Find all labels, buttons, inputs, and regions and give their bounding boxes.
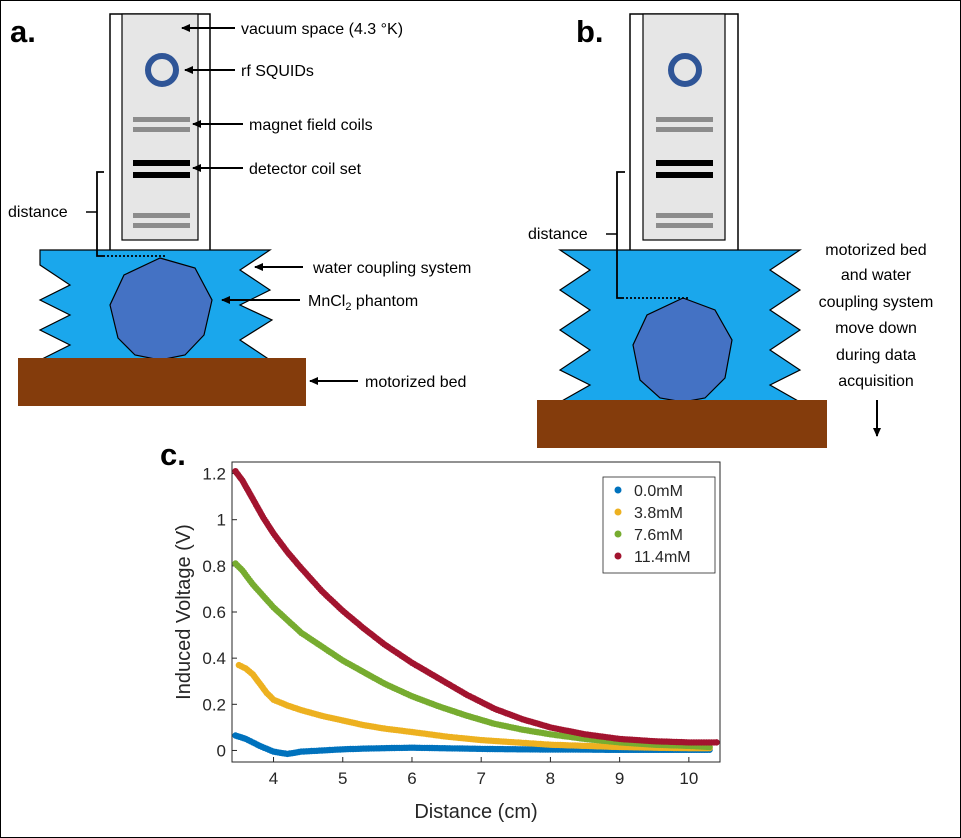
motion-line-4: move down (835, 320, 917, 337)
legend: 0.0mM 3.8mM 7.6mM 11.4mM (602, 476, 716, 574)
x-axis-label: Distance (cm) (414, 801, 537, 823)
legend-marker-0 (614, 486, 622, 494)
series-0.0mM (232, 732, 713, 758)
detector-coil-set-b (656, 160, 713, 178)
motion-line-6: acquisition (838, 373, 914, 390)
detector-coil-set-a (133, 160, 190, 178)
y-axis-label: Induced Voltage (V) (173, 524, 195, 700)
legend-label-2: 7.6mM (634, 527, 683, 544)
panel-b-label: b. (576, 14, 604, 49)
x-tick-label: 6 (407, 769, 416, 788)
motion-line-1: motorized bed (825, 242, 926, 259)
distance-label-a: distance (8, 204, 68, 221)
legend-marker-1 (614, 508, 622, 516)
y-tick-label: 1 (217, 511, 226, 530)
y-tick-label: 0.2 (202, 695, 226, 714)
vacuum-space-label: vacuum space (4.3 °K) (241, 21, 403, 38)
x-tick-label: 5 (338, 769, 347, 788)
y-tick-label: 1.2 (202, 465, 226, 484)
phantom-label: MnCl2 phantom (308, 293, 418, 313)
legend-label-1: 3.8mM (634, 505, 683, 522)
rf-squids-label: rf SQUIDs (241, 63, 314, 80)
motorized-bed-b (537, 400, 827, 448)
series-11.4mM (232, 468, 720, 746)
legend-label-3: 11.4mM (634, 549, 691, 566)
motorized-bed-label: motorized bed (365, 374, 466, 391)
legend-marker-2 (614, 530, 622, 538)
x-tick-label: 10 (679, 769, 698, 788)
detector-coil-set-label: detector coil set (249, 161, 362, 178)
data-point (713, 739, 720, 746)
x-tick-label: 8 (546, 769, 555, 788)
panel-c: c. 4 5 6 7 8 9 10 0 0.2 0.4 0.6 0.8 1 1.2 Distance (c… (160, 437, 721, 823)
axis-ticks: 4 5 6 7 8 9 10 0 0.2 0.4 0.6 0.8 1 1.2 (202, 465, 698, 788)
distance-bracket-a (86, 171, 167, 257)
rf-squid-ring-a (145, 53, 179, 87)
y-tick-label: 0.4 (202, 649, 226, 668)
y-tick-label: 0 (217, 741, 226, 760)
magnet-field-coils-label: magnet field coils (249, 117, 373, 134)
motion-line-2: and water (841, 267, 912, 284)
x-tick-label: 7 (476, 769, 485, 788)
annotation-arrows-a (181, 24, 358, 385)
motorized-bed-a (18, 358, 306, 406)
y-tick-label: 0.8 (202, 557, 226, 576)
x-tick-label: 9 (615, 769, 624, 788)
magnet-field-coils-b (656, 117, 713, 228)
motion-line-5: during data (836, 347, 916, 364)
legend-box (602, 476, 716, 574)
panel-a: a. distance (8, 13, 471, 406)
magnet-field-coils-a (133, 117, 190, 228)
rf-squid-ring-b (668, 53, 702, 87)
panel-a-label: a. (10, 14, 36, 49)
x-tick-label: 4 (269, 769, 278, 788)
motion-line-3: coupling system (819, 294, 934, 311)
distance-label-b: distance (528, 226, 588, 243)
legend-label-0: 0.0mM (634, 483, 683, 500)
panel-b: b. distance motorized bed and water (528, 13, 934, 448)
y-tick-label: 0.6 (202, 603, 226, 622)
water-coupling-system-label: water coupling system (312, 260, 471, 277)
panel-c-label: c. (160, 437, 186, 472)
legend-marker-3 (614, 552, 622, 560)
distance-bracket-b (606, 171, 690, 299)
motion-description: motorized bed and water coupling system … (819, 242, 934, 390)
data-points (232, 468, 720, 758)
